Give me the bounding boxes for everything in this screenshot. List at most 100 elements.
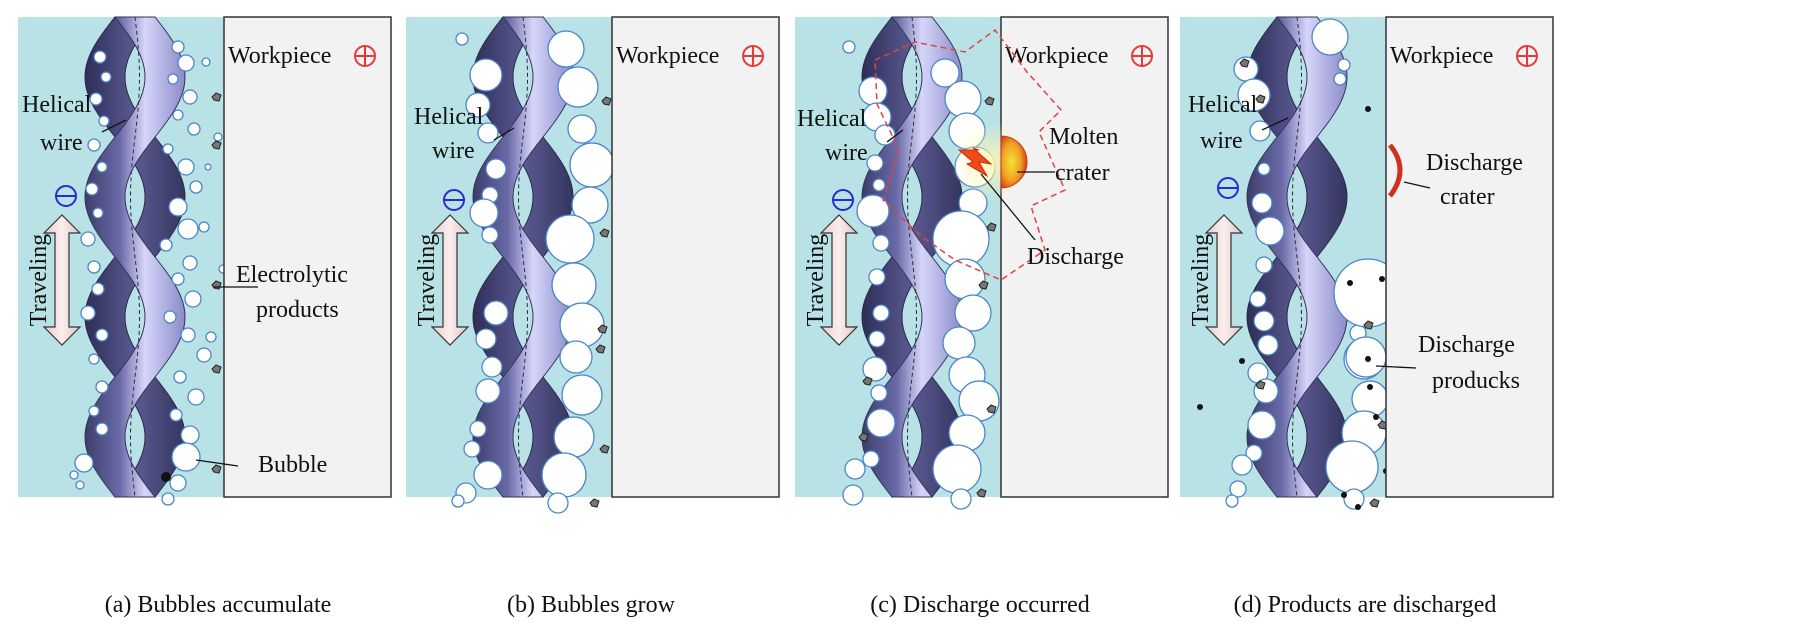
bubble-mark [469,420,487,438]
bubble-mark [856,194,890,228]
traveling-label: Traveling [414,234,440,326]
particle-dot [1355,504,1361,510]
particle-dot [1365,356,1371,362]
bubble-mark [182,89,198,105]
wire-leader [101,119,127,133]
workpiece-block [1385,16,1554,498]
caption-b: (b) Bubbles grow [507,592,676,618]
bubble-mark [171,442,201,472]
bubble-mark [455,32,469,46]
debris-flake [589,498,600,508]
bubble-mark [541,452,587,498]
bubble-mark [475,378,501,404]
bubble-mark [169,474,187,492]
bubble-mark [95,328,109,342]
particle-dot [1379,276,1385,282]
bubble-mark [182,255,198,271]
particle-dot [161,472,171,482]
bubble-mark [177,158,195,176]
panel-a: WorkpieceTravelingHelicalwireElectrolyti… [18,16,392,506]
electrolytic-products-label-2: products [256,297,339,323]
debris-flake [1363,320,1374,330]
bubble-mark [473,460,503,490]
bubble-mark [1257,162,1271,176]
caption-c: (c) Discharge occurred [870,592,1089,618]
bubble-mark [862,356,888,382]
bubble-mark [1255,216,1285,246]
bubble-mark [171,40,185,54]
bubble-mark [557,66,599,108]
bubble-mark [88,405,100,417]
debris-flake [862,376,873,386]
bubble-mark [167,73,179,85]
debris-flake [986,222,997,232]
bubble-mark [1251,192,1273,214]
wire-seam [517,16,529,498]
bubble-mark [844,458,866,480]
panel-c: WorkpieceTravelingHelicalwireMoltencrate… [795,16,1169,510]
bubble-mark [1333,72,1347,86]
molten-crater-mark [1000,135,1028,189]
bubble-mark [205,331,217,343]
bubble-mark [88,353,100,365]
bubble-mark [1325,440,1379,494]
bubble-mark [87,138,101,152]
bubble-mark [204,163,212,171]
bubble-mark [87,260,101,274]
helical-wire-label-2: wire [1200,128,1243,154]
bubble-mark [465,92,491,118]
discharge-crater-label-1: Discharge [1426,150,1523,176]
discharge-leader [980,173,1036,241]
bubble-mark [1253,310,1275,332]
bubble-mark [93,50,107,64]
traveling-arrow [42,214,82,346]
discharge-crater-label-2: crater [1440,184,1495,210]
molten-crater-label-2: crater [1055,160,1110,186]
bubbles [69,40,228,506]
bubble-mark [561,374,603,416]
debris-flake [986,404,997,414]
traveling-arrow [1204,214,1244,346]
particle-dot [1197,404,1203,410]
workpiece-block [223,16,392,498]
helical-wire-label-2: wire [825,140,868,166]
bubble-mark [559,340,593,374]
bubble-mark [547,30,585,68]
workpiece-block [611,16,780,498]
bubble-mark [196,347,212,363]
traveling-label-group: Traveling [26,234,52,326]
traveling-label: Traveling [1188,234,1214,326]
particle-dot [1373,414,1379,420]
traveling-arrow [430,214,470,346]
bubble-mark [872,234,890,252]
bubble-mark [866,408,896,438]
bubble-mark [868,330,886,348]
bubble-mark [944,258,986,300]
traveling-label-group: Traveling [803,234,829,326]
bubble-mark [80,231,96,247]
helical-wire-label-1: Helical [414,104,484,130]
debris-flake [601,96,612,106]
bubble-mark [180,327,196,343]
particle-dot [1367,384,1373,390]
bubble-mark [950,488,972,510]
bubble-mark [942,326,976,360]
bubble-mark [858,76,888,106]
bubble-mark [551,262,597,308]
caption-a: (a) Bubbles accumulate [105,592,332,618]
helical-wire-label-1: Helical [22,92,92,118]
debris-flake [211,140,222,150]
bubble-mark [1245,444,1263,462]
bubble-mark [169,408,183,422]
debris-flake [984,96,995,106]
workpiece-label: Workpiece [1005,43,1108,69]
bubble-mark [198,221,210,233]
caption-d: (d) Products are discharged [1234,592,1497,618]
bubble-mark [161,492,175,506]
bubble-mark [571,186,609,224]
bubble-mark [930,58,960,88]
workpiece-label: Workpiece [228,43,331,69]
discharge-products-label-2: producks [1432,368,1520,394]
bubble-mark [177,218,199,240]
